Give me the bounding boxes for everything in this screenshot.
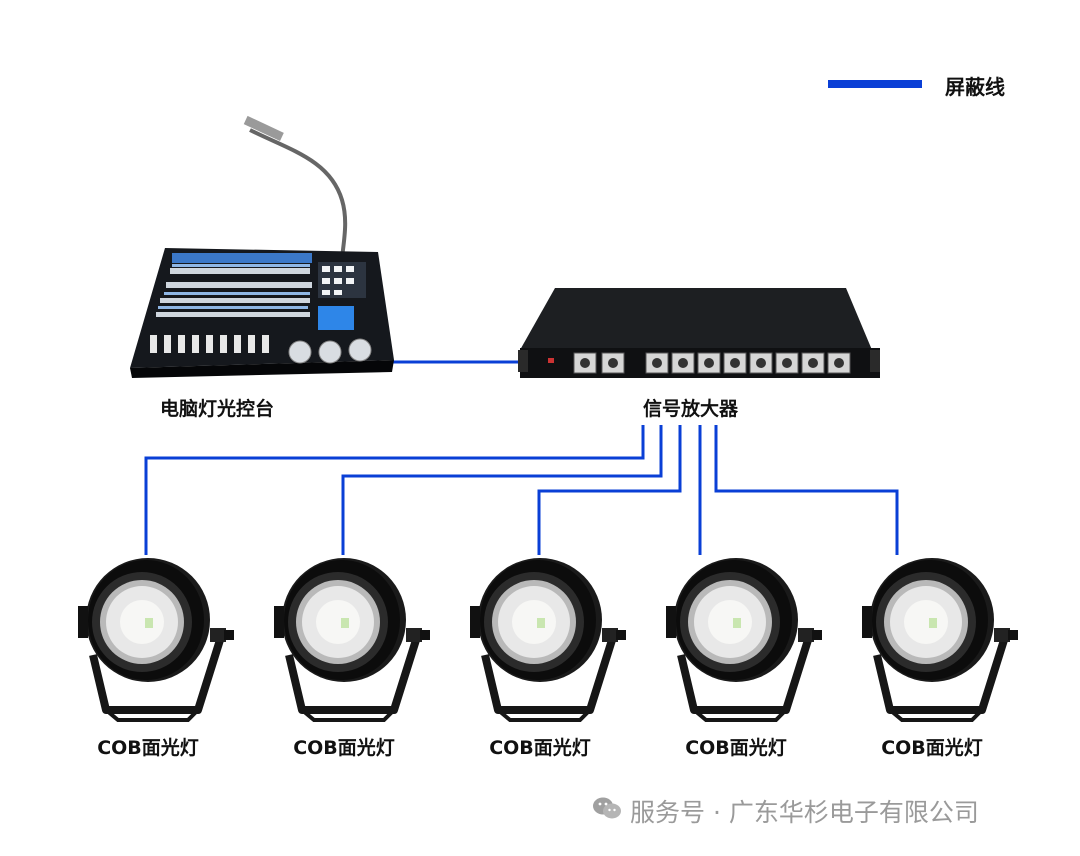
cob-fixture-3-icon [470, 558, 626, 720]
wechat-icon [592, 795, 622, 827]
fixture-label-3: COB面光灯 [489, 737, 591, 759]
fixture-label-2: COB面光灯 [293, 737, 395, 759]
console-label: 电脑灯光控台 [160, 398, 275, 420]
cob-fixture-5-icon [862, 558, 1018, 720]
cables [144, 360, 899, 555]
legend-line-swatch [828, 80, 922, 88]
lighting-console-icon [116, 115, 394, 378]
fixture-label-4: COB面光灯 [685, 737, 787, 759]
signal-amplifier-icon [518, 288, 880, 378]
fixture-label-5: COB面光灯 [881, 737, 983, 759]
legend-label: 屏蔽线 [945, 75, 1005, 99]
cable-fixture-2 [341, 425, 663, 555]
amplifier-label: 信号放大器 [643, 398, 739, 420]
watermark-text: 服务号 · 广东华杉电子有限公司 [630, 798, 979, 827]
cob-fixture-1-icon [78, 558, 234, 720]
cable-fixture-5 [714, 425, 899, 555]
fixture-label-1: COB面光灯 [97, 737, 199, 759]
cable-fixture-1 [144, 425, 645, 555]
cob-fixture-4-icon [666, 558, 822, 720]
watermark: 服务号 · 广东华杉电子有限公司 [592, 793, 979, 829]
cob-fixture-2-icon [274, 558, 430, 720]
cable-fixture-3 [537, 425, 682, 555]
